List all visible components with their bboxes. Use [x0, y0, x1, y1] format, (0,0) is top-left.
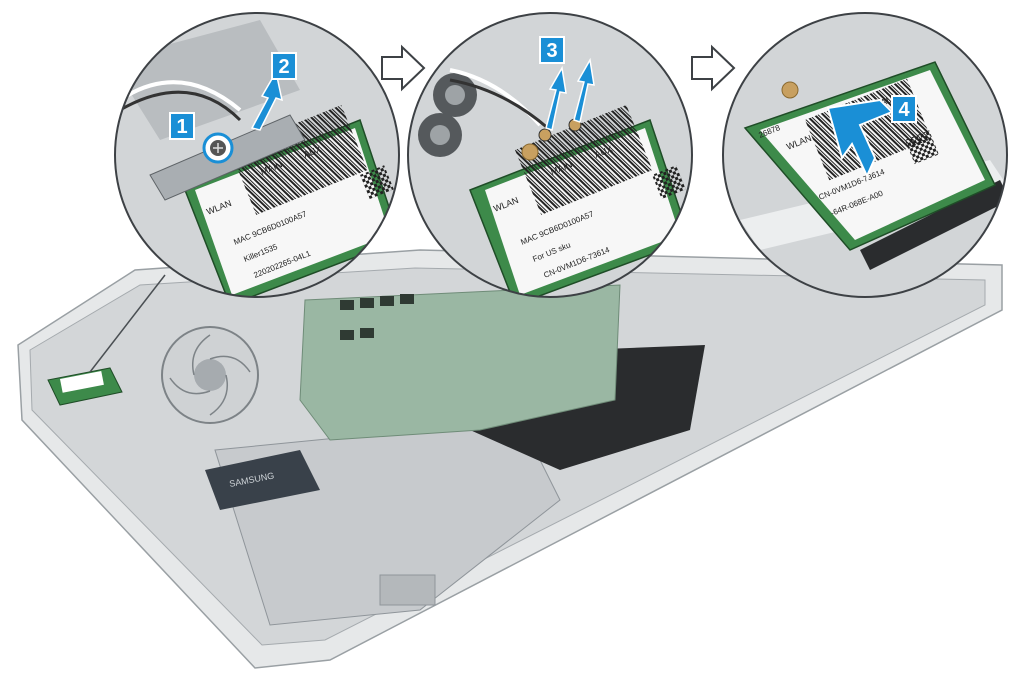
- system-board: [299, 284, 621, 441]
- lift-arrow-icon: [250, 69, 284, 131]
- slide-arrow-icon: [826, 98, 894, 179]
- step-badge-2: [271, 52, 297, 80]
- antenna-connector-main: [538, 128, 552, 142]
- laptop-base: SAMSUNG: [17, 249, 1003, 669]
- lift-arrow-icon: [573, 57, 595, 123]
- lift-arrow-icon: [545, 65, 567, 131]
- step-number-2: 2: [278, 56, 289, 78]
- step-number-1: 1: [176, 116, 187, 138]
- step-number-4: 4: [898, 99, 910, 121]
- flow-arrow-right-icon: [381, 44, 426, 92]
- detail-circle-1: WLAN MAIN AUX MAC 9CB6D0100A57 Killer153…: [114, 12, 400, 298]
- ssd-module: [205, 450, 320, 510]
- step-badge-3: [539, 36, 565, 64]
- step-number-3: 3: [546, 40, 557, 62]
- detail-circle-2: WLAN MAIN AUX MAC 9CB6D0100A57 For US sk…: [407, 12, 693, 298]
- callout-leader: [89, 274, 166, 373]
- m2-slot: [860, 180, 1007, 270]
- step-badge-4: [891, 95, 917, 123]
- flow-arrow-right-icon: [691, 44, 736, 92]
- detail-circle-4: 26878 WLAN AUX CN-0VM1D6-73614 -64R-068E…: [722, 12, 1008, 298]
- step-badge-1: [169, 112, 195, 140]
